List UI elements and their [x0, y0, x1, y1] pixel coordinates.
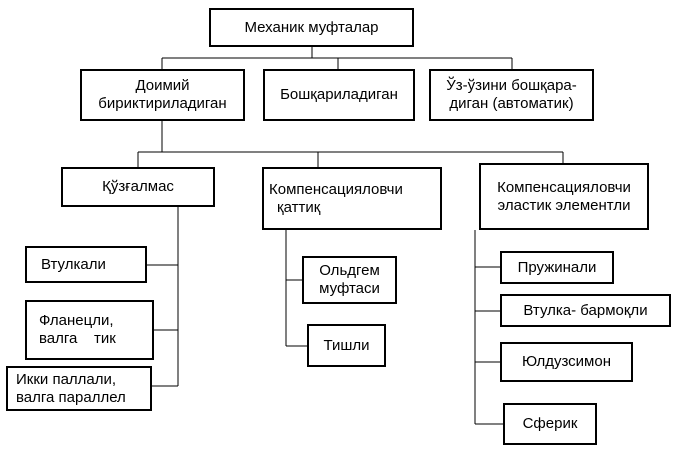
node-root: Механик муфталар: [209, 8, 414, 47]
node-two-half: Икки паллали, валга параллел: [6, 366, 152, 411]
node-spherical: Сферик: [503, 403, 597, 445]
node-permanent: Доимий бириктириладиган: [80, 69, 245, 121]
node-rigid: Қўзғалмас: [61, 167, 215, 207]
node-oldham: Ольдгем муфтаси: [302, 256, 397, 304]
node-controlled: Бошқариладиган: [263, 69, 415, 121]
node-gear: Тишли: [307, 324, 386, 367]
node-automatic: Ўз-ўзини бошқара- диган (автоматик): [429, 69, 594, 121]
node-spring: Пружинали: [500, 251, 614, 284]
node-sleeve: Втулкали: [25, 246, 147, 283]
node-star: Юлдузсимон: [500, 342, 633, 382]
node-comp-rigid: Компенсацияловчи қаттиқ: [262, 167, 442, 230]
node-comp-elastic: Компенсацияловчи эластик элементли: [479, 163, 649, 230]
node-sleeve-pin: Втулка- бармоқли: [500, 294, 671, 327]
node-flange: Фланецли, валга тик: [25, 300, 154, 360]
